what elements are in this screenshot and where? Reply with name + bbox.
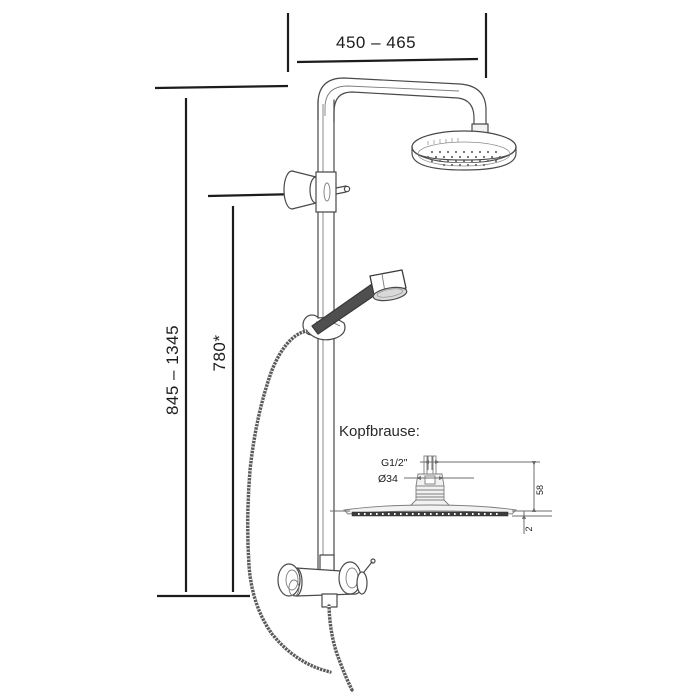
dimension-label-height: 845 – 1345 — [163, 325, 182, 415]
wall-bracket — [283, 170, 351, 213]
shower-hose — [246, 329, 332, 674]
dimension-line-width — [296, 57, 479, 64]
detail-label-thickness: 2 — [524, 526, 534, 531]
dimension-label-bracket-height: 780* — [210, 335, 229, 372]
detail-label-diameter: Ø34 — [378, 473, 398, 485]
detail-label-thread: G1/2" — [381, 457, 408, 469]
detail-callout-kopfbrause: Kopfbrause: — [330, 423, 552, 534]
shower-arm — [317, 77, 487, 127]
mixer-valve — [277, 554, 376, 692]
dimension-lines — [154, 13, 488, 598]
shower-column-assembly — [246, 77, 517, 692]
spray-nozzle-pattern — [417, 138, 511, 167]
hand-shower — [311, 269, 408, 335]
detail-thread-stub — [423, 455, 437, 475]
detail-heading: Kopfbrause: — [339, 423, 420, 440]
dimension-label-width: 450 – 465 — [336, 33, 416, 52]
detail-connector-body — [406, 473, 454, 509]
rain-shower-head — [411, 130, 517, 172]
detail-leader-lines — [404, 456, 540, 534]
detail-label-height: 58 — [535, 485, 545, 495]
extension-line-height-top — [154, 84, 289, 90]
detail-shower-plate — [330, 504, 552, 517]
